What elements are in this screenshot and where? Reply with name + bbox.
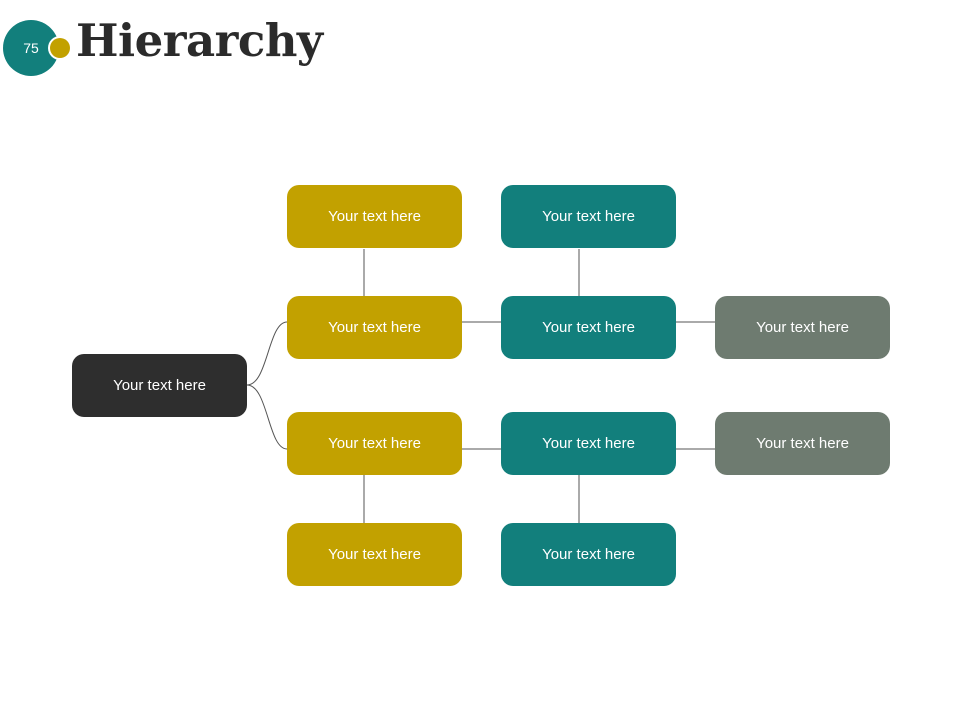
teal-lower-node-label: Your text here [542, 435, 635, 452]
slide-number-badge: 75 [3, 20, 59, 76]
gray-lower-node-label: Your text here [756, 435, 849, 452]
teal-lower-node: Your text here [501, 412, 676, 475]
gold-upper-node: Your text here [287, 296, 462, 359]
connector-root-upper [246, 321, 288, 386]
gold-top-node-label: Your text here [328, 208, 421, 225]
gold-lower-node-label: Your text here [328, 435, 421, 452]
root-node: Your text here [72, 354, 247, 417]
teal-bottom-node-label: Your text here [542, 546, 635, 563]
teal-top-node: Your text here [501, 185, 676, 248]
connector-root-lower [246, 384, 288, 450]
page-title: Hierarchy [76, 14, 323, 67]
gray-upper-node: Your text here [715, 296, 890, 359]
gold-bottom-node-label: Your text here [328, 546, 421, 563]
gray-upper-node-label: Your text here [756, 319, 849, 336]
gold-top-node: Your text here [287, 185, 462, 248]
slide-number: 75 [23, 40, 39, 56]
gray-lower-node: Your text here [715, 412, 890, 475]
gold-bottom-node: Your text here [287, 523, 462, 586]
gold-upper-node-label: Your text here [328, 319, 421, 336]
badge-dot-icon [50, 38, 70, 58]
gold-lower-node: Your text here [287, 412, 462, 475]
teal-bottom-node: Your text here [501, 523, 676, 586]
teal-upper-node: Your text here [501, 296, 676, 359]
teal-top-node-label: Your text here [542, 208, 635, 225]
teal-upper-node-label: Your text here [542, 319, 635, 336]
root-node-label: Your text here [113, 377, 206, 394]
